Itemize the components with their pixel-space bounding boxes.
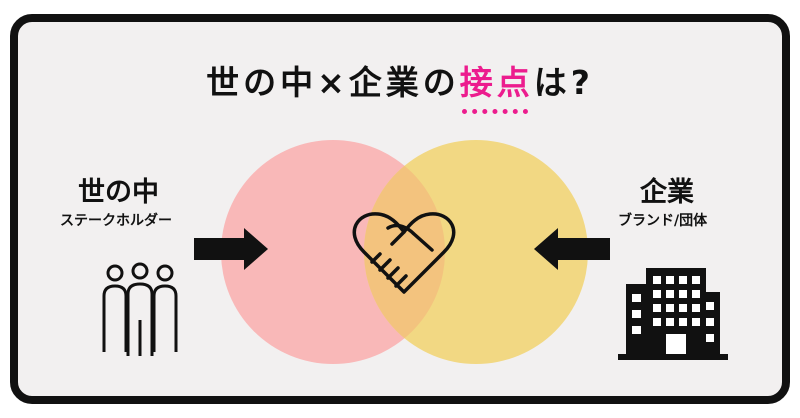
title-post: は? <box>533 63 594 102</box>
left-subtitle: ステークホルダー <box>60 213 172 229</box>
left-title: 世の中 <box>78 177 159 208</box>
right-subtitle: ブランド/団体 <box>618 213 708 229</box>
diagram-title: 世の中×企業の接点は? <box>0 56 800 104</box>
handshake-heart-icon <box>352 212 456 294</box>
overlap-region <box>364 140 445 364</box>
building-icon <box>618 268 728 360</box>
title-highlight: 接点 <box>459 63 534 102</box>
left-arrow-icon <box>194 228 268 270</box>
title-pre: 世の中×企業の <box>206 63 460 102</box>
right-title: 企業 <box>640 177 694 208</box>
people-icon <box>102 262 178 356</box>
right-arrow-icon <box>534 228 610 270</box>
